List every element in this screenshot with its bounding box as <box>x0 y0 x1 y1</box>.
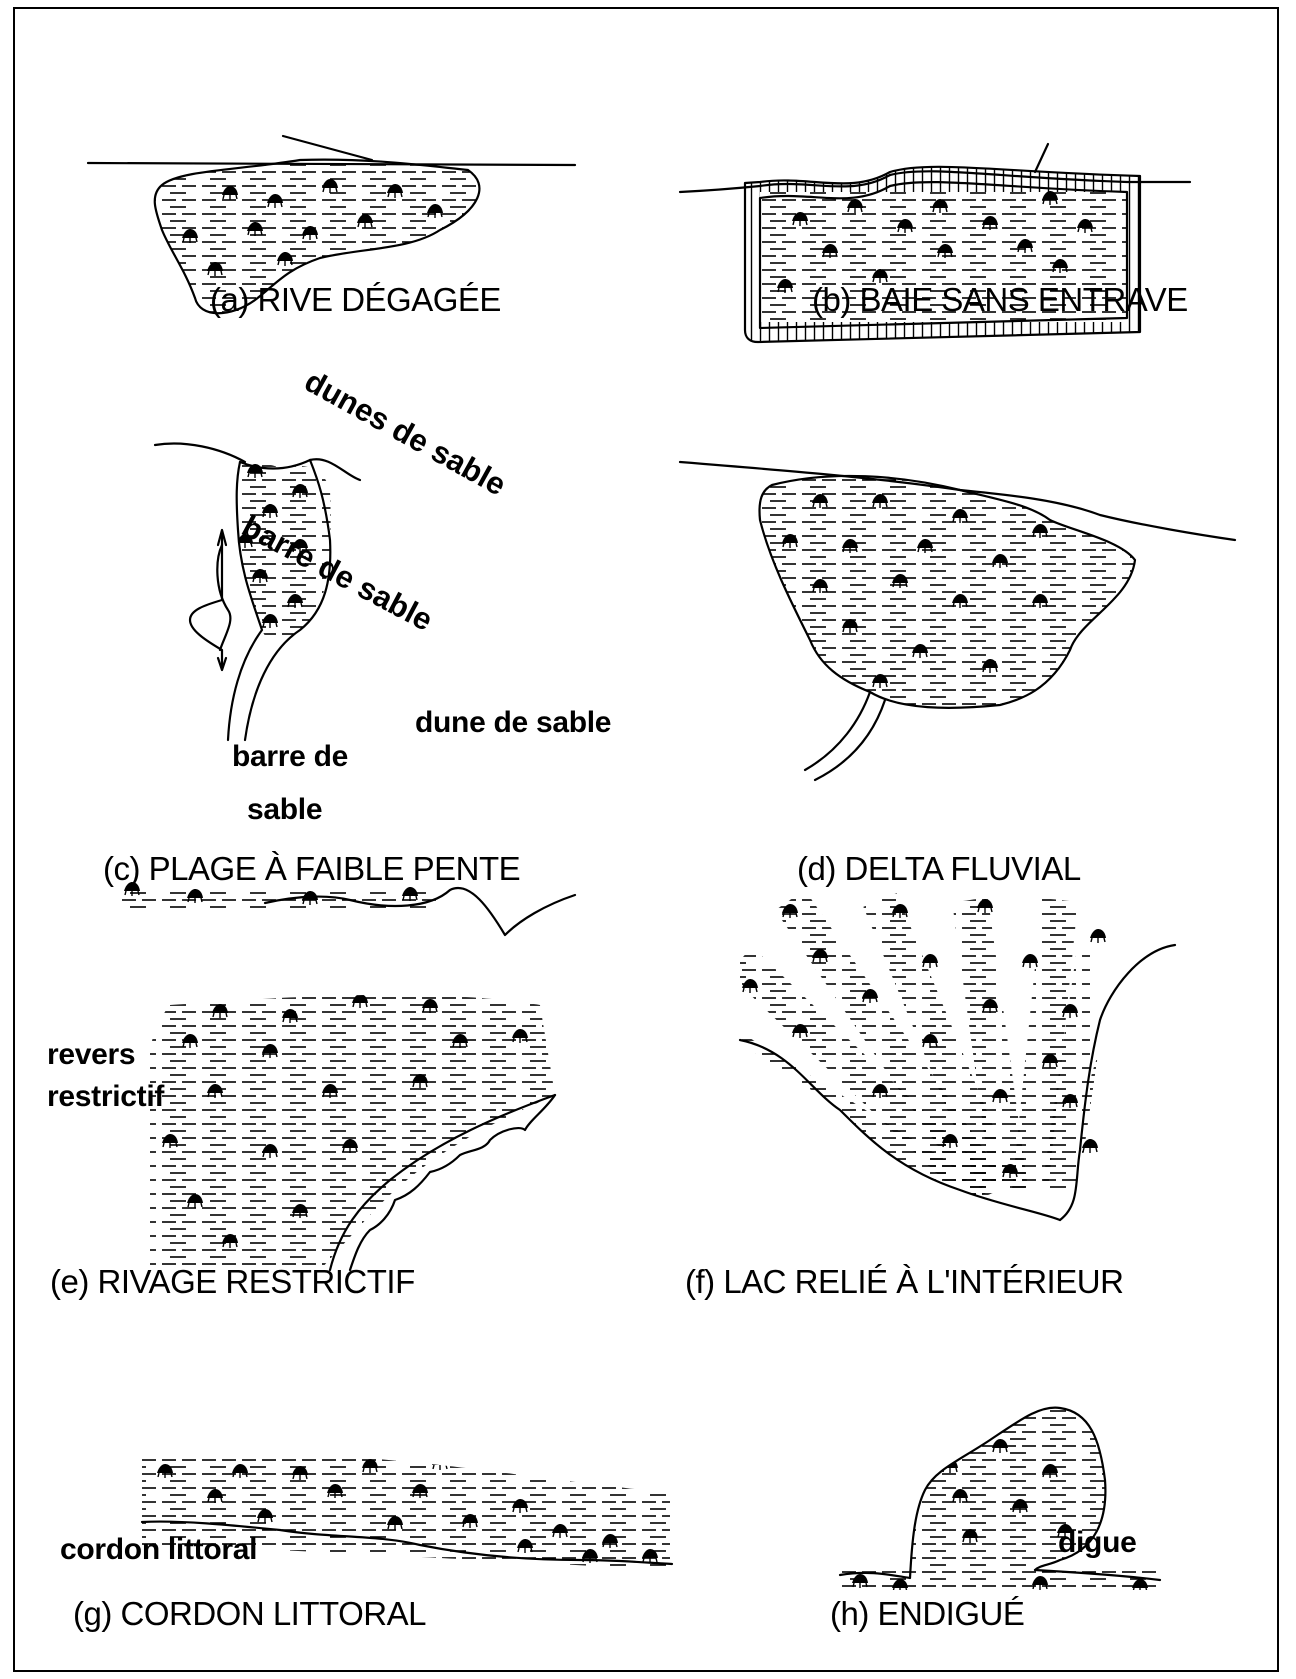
caption-h: (h) ENDIGUÉ <box>830 1597 1024 1630</box>
caption-b: (b) BAIE SANS ENTRAVE <box>812 283 1188 316</box>
caption-c: (c) PLAGE À FAIBLE PENTE <box>103 852 520 885</box>
label-sable: sable <box>247 795 322 825</box>
label-dune-de-sable: dune de sable <box>415 708 611 738</box>
panel-e-drawing <box>120 882 575 1270</box>
caption-e: (e) RIVAGE RESTRICTIF <box>50 1265 415 1298</box>
caption-g: (g) CORDON LITTORAL <box>73 1597 426 1630</box>
panel-c-drawing <box>155 444 360 740</box>
panel-d-drawing <box>680 462 1235 780</box>
label-digue: digue <box>1058 1528 1137 1558</box>
label-revers: revers <box>47 1040 135 1070</box>
panel-h-drawing <box>840 1400 1160 1593</box>
caption-d: (d) DELTA FLUVIAL <box>797 852 1081 885</box>
label-restrictif: restrictif <box>47 1082 164 1112</box>
label-cordon-littoral: cordon littoral <box>60 1535 257 1565</box>
caption-f: (f) LAC RELIÉ À L'INTÉRIEUR <box>685 1265 1123 1298</box>
label-barre-de: barre de <box>232 742 348 772</box>
radiating-channels <box>735 900 1095 1190</box>
panel-f-drawing <box>735 899 1175 1220</box>
caption-a: (a) RIVE DÉGAGÉE <box>210 283 501 316</box>
